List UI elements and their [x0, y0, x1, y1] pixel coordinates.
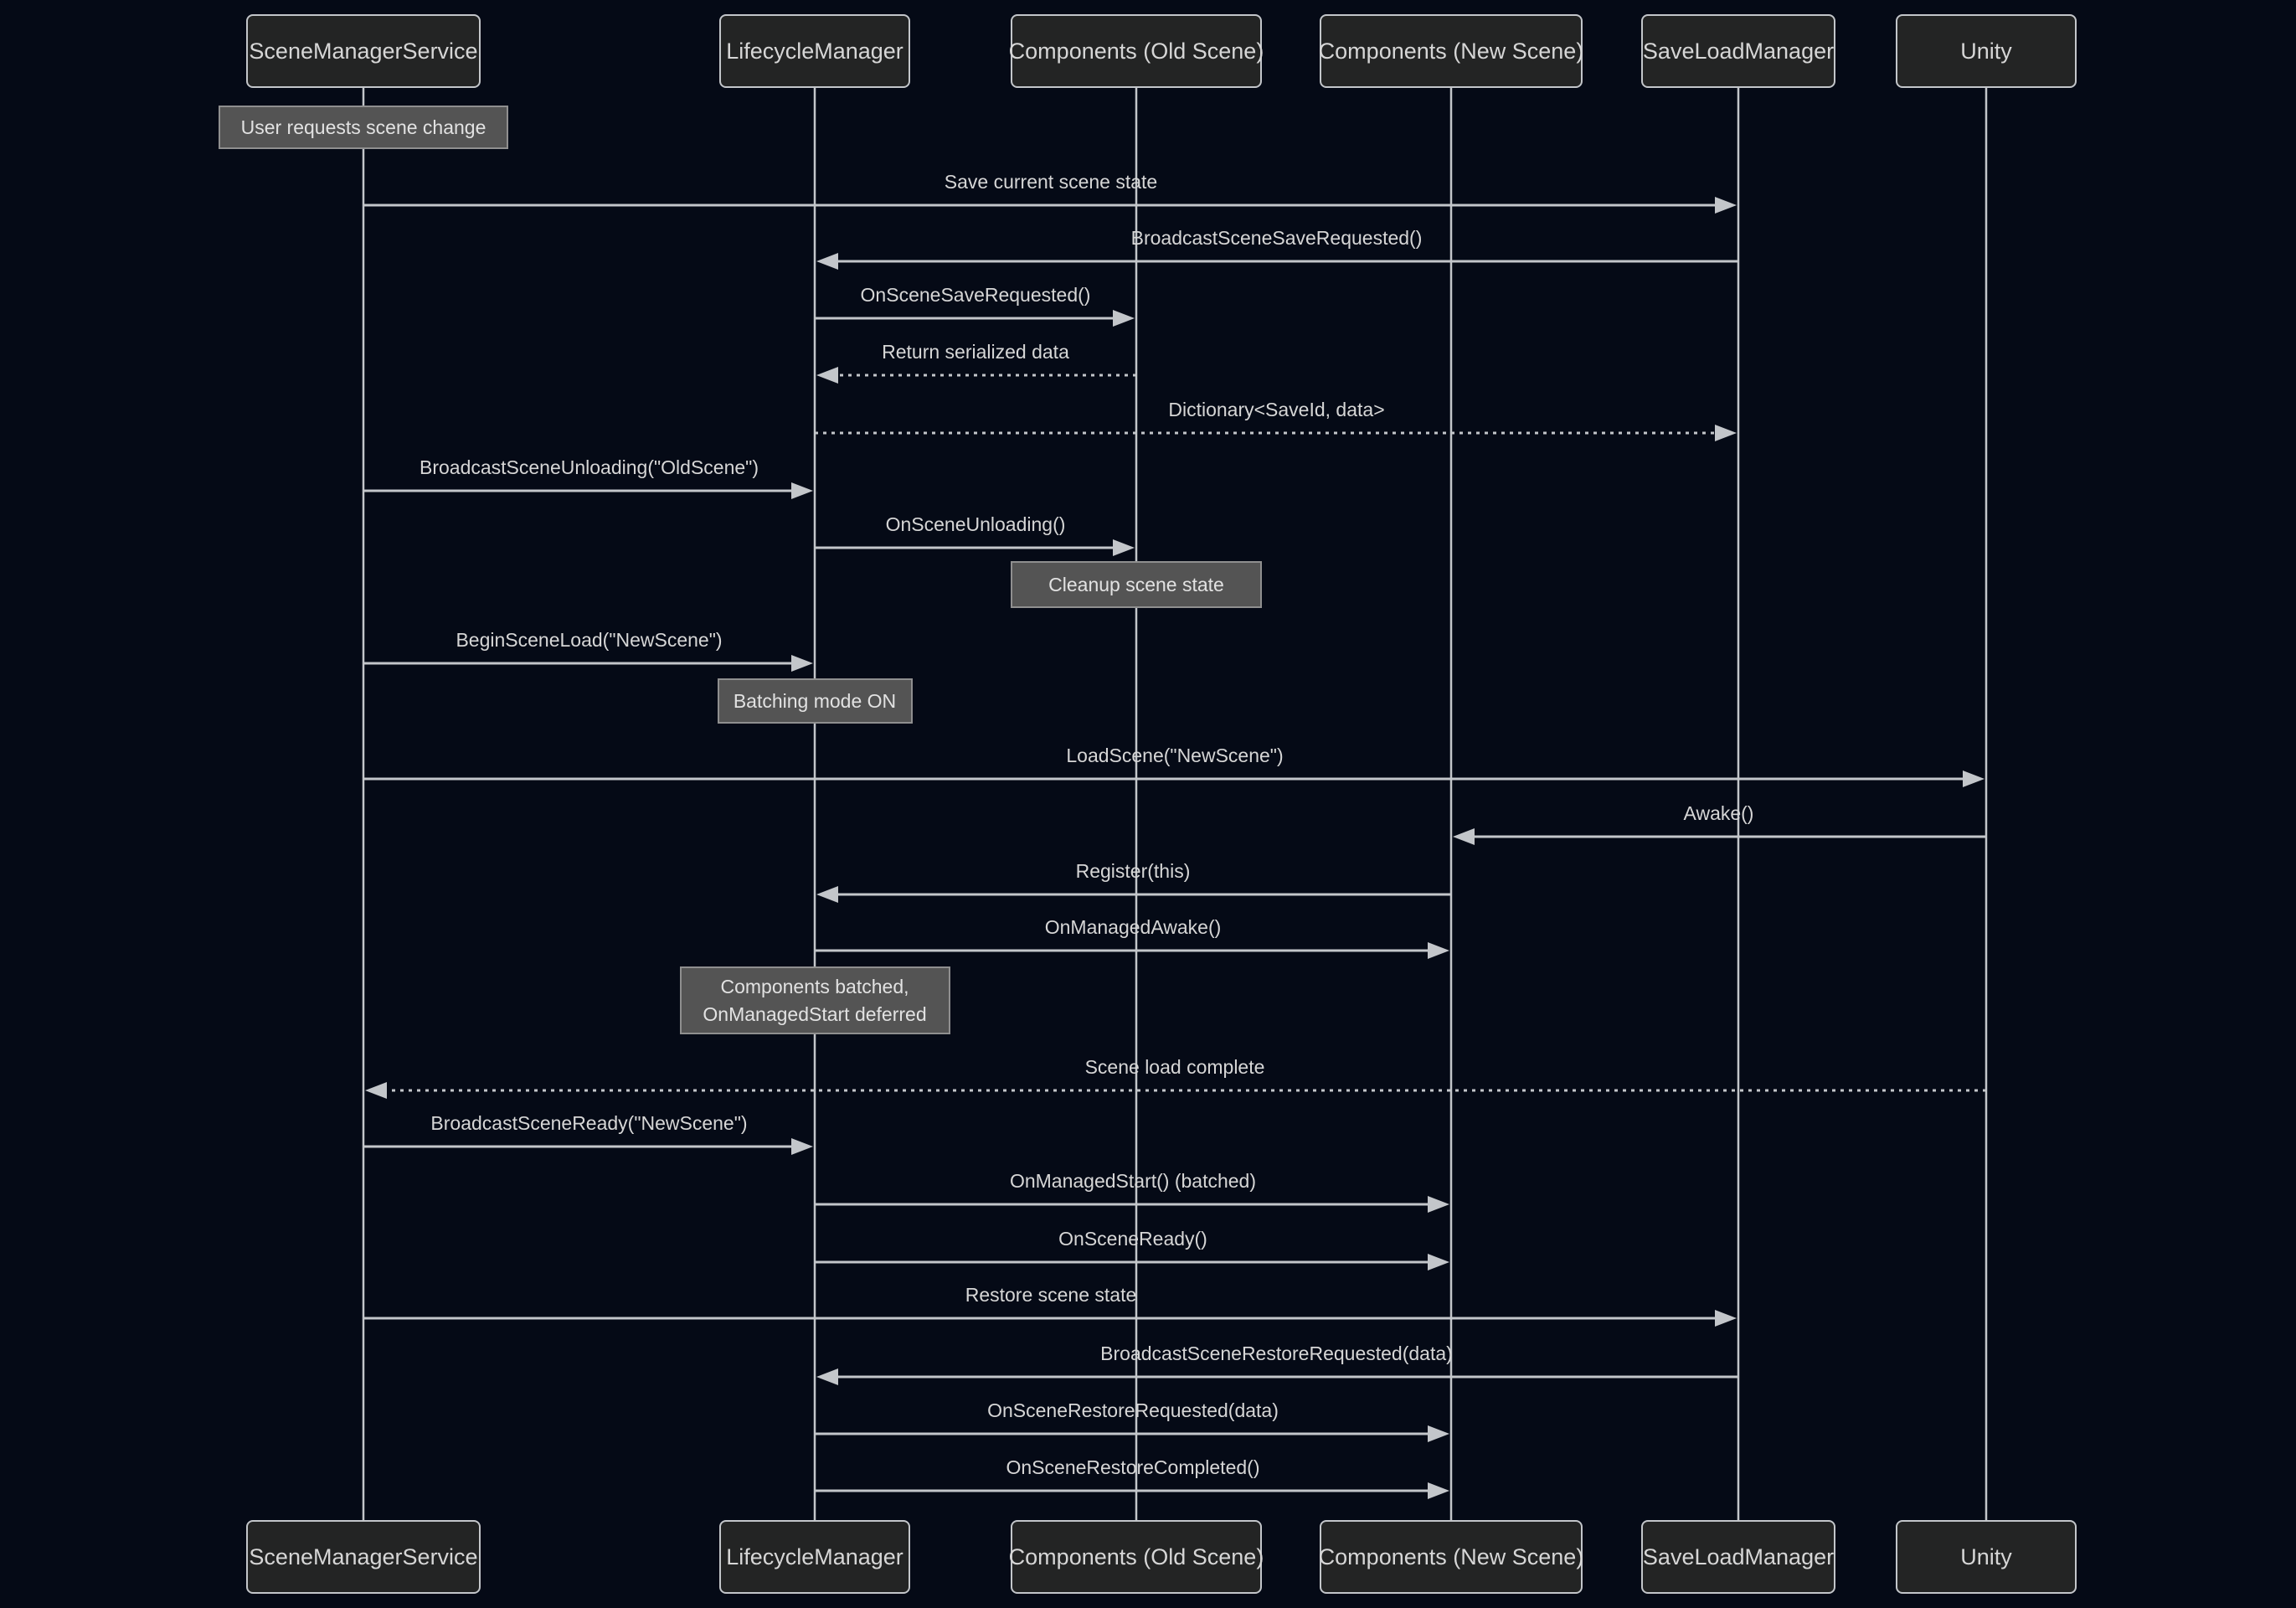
message-arrowhead-21	[816, 1368, 838, 1385]
message-label-12: Awake()	[1683, 802, 1754, 824]
message-label-22: OnSceneRestoreRequested(data)	[987, 1399, 1279, 1421]
message-label-17: BroadcastSceneReady("NewScene")	[430, 1112, 748, 1134]
note-10: Batching mode ON	[717, 678, 913, 724]
actor-label: SaveLoadManager	[1642, 38, 1835, 64]
actor-label: LifecycleManager	[726, 1544, 903, 1569]
message-arrowhead-19	[1428, 1254, 1449, 1270]
message-label-13: Register(this)	[1075, 860, 1191, 882]
message-arrowhead-7	[1113, 539, 1135, 556]
message-label-6: BroadcastSceneUnloading("OldScene")	[419, 456, 759, 478]
message-arrowhead-11	[1963, 770, 1985, 787]
message-arrowhead-13	[816, 886, 838, 903]
note-text-line: Batching mode ON	[733, 689, 897, 712]
actor-label: Components (Old Scene)	[1008, 38, 1264, 64]
message-arrowhead-9	[791, 655, 813, 672]
message-label-16: Scene load complete	[1084, 1056, 1265, 1078]
message-label-21: BroadcastSceneRestoreRequested(data)	[1100, 1343, 1453, 1364]
message-arrowhead-16	[365, 1082, 387, 1099]
message-arrowhead-17	[791, 1138, 813, 1155]
actor-label: Components (New Scene)	[1318, 1544, 1584, 1569]
note-15: Components batched, OnManagedStart deferr…	[679, 966, 950, 1034]
note-text-line: Cleanup scene state	[1048, 573, 1224, 595]
message-label-1: Save current scene state	[944, 171, 1158, 193]
message-arrowhead-1	[1715, 197, 1737, 214]
actor-label: SceneManagerService	[249, 38, 478, 64]
message-arrowhead-2	[816, 253, 838, 270]
message-arrowhead-5	[1715, 425, 1737, 441]
actor-box-bottom-components-new-scene: Components (New Scene)	[1318, 1520, 1584, 1594]
actor-box-top-lifecyclemanager: LifecycleManager	[719, 14, 910, 88]
actor-box-top-saveloadmanager: SaveLoadManager	[1641, 14, 1835, 88]
message-label-20: Restore scene state	[965, 1284, 1137, 1306]
message-arrowhead-3	[1113, 310, 1135, 327]
message-label-2: BroadcastSceneSaveRequested()	[1130, 227, 1423, 249]
note-0: User requests scene change	[219, 106, 508, 149]
message-label-3: OnSceneSaveRequested()	[860, 284, 1091, 306]
actor-box-bottom-saveloadmanager: SaveLoadManager	[1641, 1520, 1835, 1594]
message-label-23: OnSceneRestoreCompleted()	[1006, 1456, 1260, 1478]
message-arrowhead-20	[1715, 1310, 1737, 1327]
actor-box-top-components-old-scene: Components (Old Scene)	[1008, 14, 1264, 88]
message-arrowhead-14	[1428, 942, 1449, 959]
message-arrowhead-6	[791, 482, 813, 499]
message-label-11: LoadScene("NewScene")	[1066, 745, 1284, 766]
message-arrowhead-12	[1453, 828, 1475, 845]
message-arrowhead-23	[1428, 1482, 1449, 1499]
actor-box-bottom-unity: Unity	[1896, 1520, 2077, 1594]
actor-label: Unity	[1960, 38, 2012, 64]
message-arrowhead-18	[1428, 1196, 1449, 1213]
message-label-5: Dictionary<SaveId, data>	[1168, 399, 1385, 420]
message-label-18: OnManagedStart() (batched)	[1009, 1170, 1257, 1192]
actor-box-top-components-new-scene: Components (New Scene)	[1318, 14, 1584, 88]
message-label-9: BeginSceneLoad("NewScene")	[456, 629, 723, 651]
actor-box-top-unity: Unity	[1896, 14, 2077, 88]
actor-box-top-scenemanagerservice: SceneManagerService	[246, 14, 481, 88]
message-arrowhead-4	[816, 367, 838, 384]
note-8: Cleanup scene state	[1011, 561, 1262, 608]
note-text-line: User requests scene change	[240, 116, 486, 138]
actor-label: LifecycleManager	[726, 38, 903, 64]
actor-box-bottom-scenemanagerservice: SceneManagerService	[246, 1520, 481, 1594]
actor-label: Components (Old Scene)	[1008, 1544, 1264, 1569]
message-label-19: OnSceneReady()	[1058, 1228, 1207, 1250]
actor-label: SceneManagerService	[249, 1544, 478, 1569]
actor-label: Unity	[1960, 1544, 2012, 1569]
message-label-4: Return serialized data	[882, 341, 1069, 363]
actor-box-bottom-lifecyclemanager: LifecycleManager	[719, 1520, 910, 1594]
message-label-14: OnManagedAwake()	[1044, 916, 1222, 938]
note-text-line: Components batched,	[720, 975, 909, 997]
actor-box-bottom-components-old-scene: Components (Old Scene)	[1008, 1520, 1264, 1594]
actor-label: SaveLoadManager	[1642, 1544, 1835, 1569]
note-text-line: OnManagedStart deferred	[703, 1002, 927, 1025]
actor-label: Components (New Scene)	[1318, 38, 1584, 64]
message-arrowhead-22	[1428, 1425, 1449, 1442]
message-label-7: OnSceneUnloading()	[885, 513, 1066, 535]
